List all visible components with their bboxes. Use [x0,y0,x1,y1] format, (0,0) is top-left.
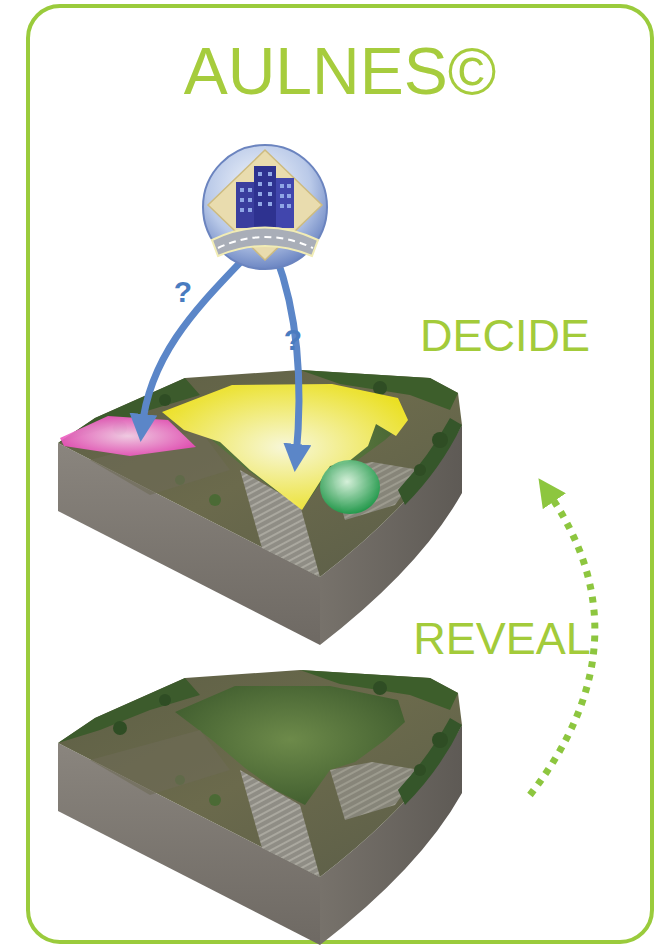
zone-green [320,460,380,514]
question-mark: ? [284,325,302,355]
step-label: REVEAL [413,616,591,661]
decision-arrow [142,252,250,428]
city-icon [203,145,327,269]
step-label: DECIDE [420,313,590,358]
terrain-block-reveal [58,670,462,945]
title: AULNES© [184,38,497,104]
question-mark: ? [174,277,192,307]
decision-arrow [276,256,299,458]
terrain-block-decide [58,370,462,645]
